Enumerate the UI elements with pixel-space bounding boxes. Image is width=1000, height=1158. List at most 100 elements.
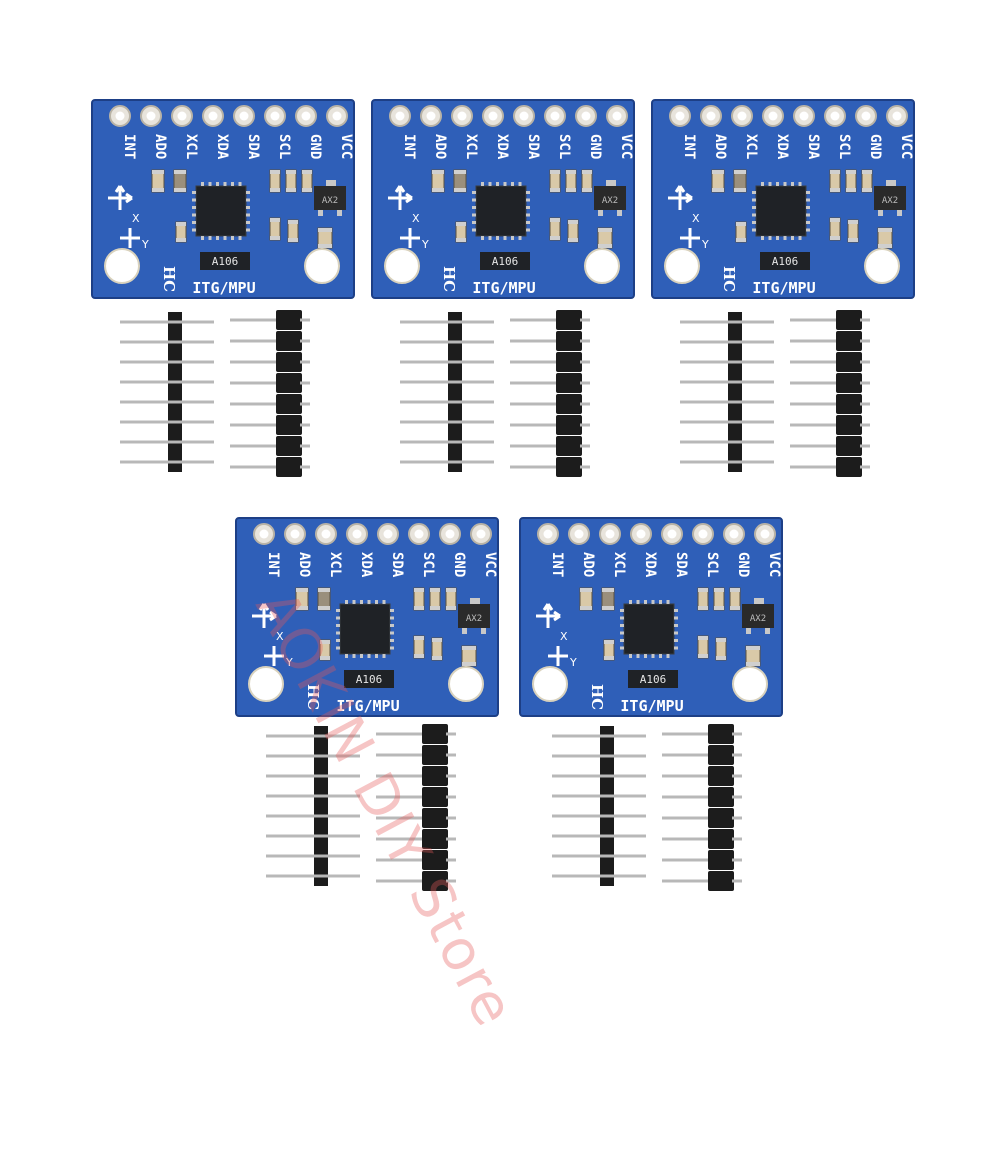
mounting-hole-icon	[864, 248, 900, 284]
pin-label: GND	[307, 134, 323, 159]
pin-label: GND	[867, 134, 883, 159]
pin-label: INT	[265, 552, 281, 577]
header-block	[708, 871, 734, 891]
header-block	[422, 829, 448, 849]
pin-label: XDA	[494, 134, 510, 160]
header-block	[708, 850, 734, 870]
regulator	[742, 604, 774, 628]
pin-label: SCL	[556, 134, 572, 159]
regulator	[874, 186, 906, 210]
straight-header-body	[600, 726, 614, 886]
mounting-hole-icon	[732, 666, 768, 702]
mounting-hole-icon	[584, 248, 620, 284]
mounting-hole-icon	[448, 666, 484, 702]
pin-label: INT	[401, 134, 417, 159]
header-block	[556, 310, 582, 330]
marking-chip	[628, 670, 678, 688]
axis-x-label: X	[132, 212, 140, 225]
pin-label: VCC	[898, 134, 914, 159]
board-brand: HC	[160, 266, 178, 292]
header-block	[836, 352, 862, 372]
pin-label: VCC	[618, 134, 634, 159]
pin-label: INT	[121, 134, 137, 159]
header-block	[556, 394, 582, 414]
header-block	[422, 766, 448, 786]
regulator	[314, 186, 346, 210]
straight-header-body	[728, 312, 742, 472]
pin-label: XDA	[642, 552, 658, 578]
board-name: ITG/MPU	[472, 279, 535, 297]
mounting-hole-icon	[304, 248, 340, 284]
axis-arrows-icon	[252, 603, 277, 628]
pin-label: VCC	[338, 134, 354, 159]
axis-x-label: X	[560, 630, 568, 643]
header-block	[276, 394, 302, 414]
qfn-chip-icon	[339, 603, 391, 655]
header-block	[422, 724, 448, 744]
axis-x-label: X	[412, 212, 420, 225]
header-block	[422, 745, 448, 765]
axis-x-label: X	[276, 630, 284, 643]
pin-label: SDA	[673, 552, 689, 578]
header-block	[556, 415, 582, 435]
header-block	[276, 457, 302, 477]
qfn-chip-icon	[755, 185, 807, 237]
header-block	[708, 808, 734, 828]
header-block	[422, 850, 448, 870]
regulator-marking: AX2	[882, 196, 898, 206]
header-block	[556, 352, 582, 372]
chip-marking: A106	[492, 255, 519, 268]
qfn-chip-icon	[475, 185, 527, 237]
mounting-hole-icon	[104, 248, 140, 284]
board-name: ITG/MPU	[192, 279, 255, 297]
header-block	[708, 745, 734, 765]
header-block	[422, 871, 448, 891]
header-block	[708, 724, 734, 744]
header-block	[276, 436, 302, 456]
mounting-hole-icon	[248, 666, 284, 702]
pin-label: XDA	[774, 134, 790, 160]
pin-label: SDA	[245, 134, 261, 160]
straight-header-body	[448, 312, 462, 472]
header-block	[276, 331, 302, 351]
board-name: ITG/MPU	[336, 697, 399, 715]
pin-header-icon	[266, 724, 456, 891]
mounting-hole-icon	[384, 248, 420, 284]
straight-header-body	[314, 726, 328, 886]
pin-header-icon	[680, 310, 870, 477]
header-block	[556, 436, 582, 456]
axis-arrows-icon	[668, 185, 693, 210]
header-block	[836, 373, 862, 393]
pin-label: XCL	[183, 134, 199, 159]
axis-y-label: Y	[141, 238, 149, 251]
marking-chip	[760, 252, 810, 270]
regulator-marking: AX2	[750, 614, 766, 624]
pin-label: GND	[451, 552, 467, 577]
pin-label: XCL	[463, 134, 479, 159]
marking-chip	[480, 252, 530, 270]
pin-label: ADO	[152, 134, 168, 159]
chip-marking: A106	[212, 255, 239, 268]
pin-label: GND	[587, 134, 603, 159]
axis-x-label: X	[692, 212, 700, 225]
board-name: ITG/MPU	[620, 697, 683, 715]
header-block	[422, 808, 448, 828]
pin-label: XDA	[214, 134, 230, 160]
header-block	[276, 310, 302, 330]
header-block	[836, 415, 862, 435]
pin-label: VCC	[766, 552, 782, 577]
header-block	[276, 415, 302, 435]
axis-arrows-icon	[388, 185, 413, 210]
axis-arrows-icon	[536, 603, 561, 628]
pin-label: INT	[549, 552, 565, 577]
axis-arrows-icon	[108, 185, 133, 210]
board-brand: HC	[440, 266, 458, 292]
board-brand: HC	[720, 266, 738, 292]
pin-label: ADO	[296, 552, 312, 577]
header-block	[276, 373, 302, 393]
pin-label: XDA	[358, 552, 374, 578]
